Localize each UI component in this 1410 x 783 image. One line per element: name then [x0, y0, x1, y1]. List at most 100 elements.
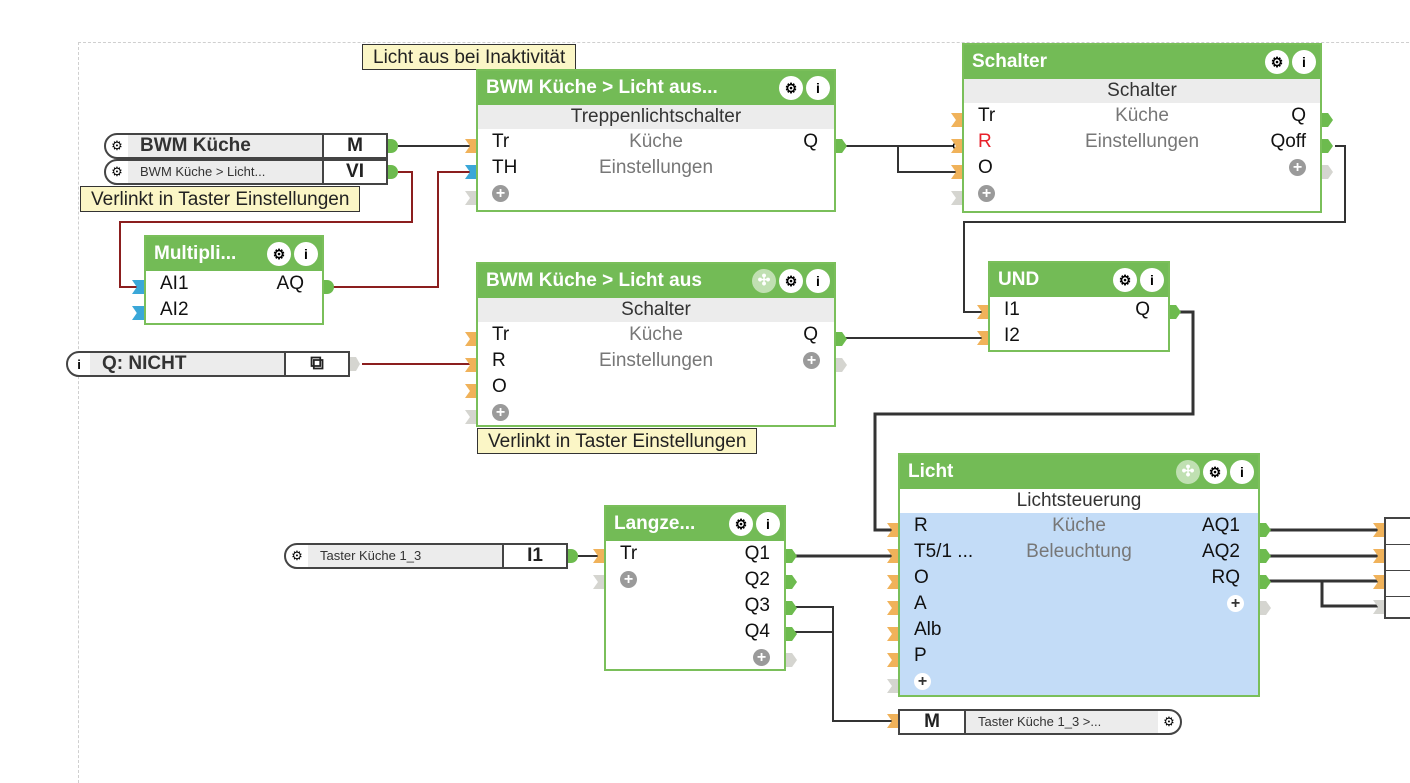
block-header[interactable]: Licht ✣⚙i [900, 455, 1258, 489]
output-pin-add[interactable] [786, 653, 797, 667]
output-pin[interactable] [786, 549, 797, 563]
input-pin-add[interactable] [465, 410, 476, 424]
add-output-icon[interactable]: + [803, 352, 820, 370]
output-pin-add[interactable] [1322, 165, 1333, 179]
block-header[interactable]: Langze... ⚙i [606, 507, 784, 541]
analog-input-pin[interactable] [132, 280, 144, 294]
input-pin[interactable] [887, 601, 898, 615]
output-pin[interactable] [324, 280, 334, 294]
output-pin[interactable] [388, 139, 398, 153]
input-pin[interactable] [887, 549, 898, 563]
input-pin-add[interactable] [951, 191, 962, 205]
gear-icon[interactable]: ⚙ [729, 512, 753, 536]
output-pin-add[interactable] [1260, 601, 1271, 615]
input-pin[interactable] [465, 384, 476, 398]
output-pin[interactable] [1260, 549, 1271, 563]
input-pin[interactable] [977, 305, 988, 319]
add-output-icon[interactable]: + [753, 649, 770, 667]
info-icon[interactable]: i [756, 512, 780, 536]
move-icon[interactable]: ✣ [752, 269, 776, 293]
input-connector-bwm-licht[interactable]: ⚙ BWM Küche > Licht... VI [104, 159, 388, 185]
output-pin[interactable] [786, 575, 797, 589]
info-icon[interactable]: i [77, 356, 81, 372]
output-pin[interactable] [1260, 575, 1271, 589]
gear-icon[interactable]: ⚙ [779, 269, 803, 293]
linked-note-1[interactable]: Verlinkt in Taster Einstellungen [80, 186, 361, 212]
output-connector-partial[interactable] [1384, 517, 1410, 619]
input-pin-add[interactable] [465, 191, 476, 205]
add-input-icon[interactable]: + [914, 673, 931, 691]
add-output-icon[interactable]: + [1289, 159, 1306, 177]
input-pin[interactable] [887, 653, 898, 667]
input-pin[interactable] [465, 332, 476, 346]
add-output-icon[interactable]: + [1227, 595, 1244, 613]
input-pin[interactable] [465, 139, 476, 153]
info-icon[interactable]: i [806, 76, 830, 100]
gear-icon[interactable]: ⚙ [1265, 50, 1289, 74]
comment-note-top[interactable]: Licht aus bei Inaktivität [362, 44, 577, 70]
input-pin[interactable] [1373, 575, 1384, 589]
input-connector-bwm-kueche[interactable]: ⚙ BWM Küche M [104, 133, 388, 159]
memory-connector-q-nicht[interactable]: i Q: NICHT ⧉ [66, 351, 350, 377]
input-pin[interactable] [1373, 523, 1384, 537]
output-pin[interactable] [836, 139, 847, 153]
output-pin[interactable] [1322, 113, 1333, 127]
gear-icon[interactable]: ⚙ [267, 242, 291, 266]
input-pin[interactable] [887, 714, 898, 728]
input-pin[interactable] [465, 165, 476, 179]
add-input-icon[interactable]: + [492, 185, 509, 203]
input-pin[interactable] [887, 575, 898, 589]
gear-icon[interactable]: ⚙ [111, 164, 123, 179]
block-header[interactable]: Schalter ⚙i [964, 45, 1320, 79]
info-icon[interactable]: i [1292, 50, 1316, 74]
gear-icon[interactable]: ⚙ [1203, 460, 1227, 484]
analog-input-pin[interactable] [132, 306, 144, 320]
block-header[interactable]: UND ⚙i [990, 263, 1168, 297]
info-icon[interactable]: i [806, 269, 830, 293]
block-treppenlichtschalter[interactable]: BWM Küche > Licht aus... ⚙i Treppenlicht… [476, 69, 836, 212]
linked-note-2[interactable]: Verlinkt in Taster Einstellungen [477, 428, 758, 454]
output-pin[interactable] [836, 332, 847, 346]
output-pin[interactable] [1170, 305, 1181, 319]
block-header[interactable]: BWM Küche > Licht aus... ⚙i [478, 71, 834, 105]
output-pin-add[interactable] [836, 358, 847, 372]
info-icon[interactable]: i [1140, 268, 1164, 292]
output-pin[interactable] [1322, 139, 1333, 153]
gear-icon[interactable]: ⚙ [1113, 268, 1137, 292]
input-pin[interactable] [977, 331, 988, 345]
input-connector-taster[interactable]: ⚙ Taster Küche 1_3 I1 [284, 543, 568, 569]
output-pin[interactable] [1260, 523, 1271, 537]
gear-icon[interactable]: ⚙ [291, 548, 303, 563]
add-input-icon[interactable]: + [492, 404, 509, 422]
block-header[interactable]: BWM Küche > Licht aus ✣⚙i [478, 264, 834, 298]
info-icon[interactable]: i [294, 242, 318, 266]
input-pin-add[interactable] [887, 679, 898, 693]
gear-icon[interactable]: ⚙ [1163, 714, 1175, 729]
input-pin[interactable] [951, 139, 962, 153]
gear-icon[interactable]: ⚙ [111, 138, 123, 153]
input-pin[interactable] [887, 627, 898, 641]
input-pin[interactable] [887, 523, 898, 537]
add-input-icon[interactable]: + [978, 185, 995, 203]
output-pin[interactable] [786, 601, 797, 615]
output-pin[interactable] [388, 165, 398, 179]
move-icon[interactable]: ✣ [1176, 460, 1200, 484]
output-pin[interactable] [568, 549, 578, 563]
add-input-icon[interactable]: + [620, 571, 637, 589]
input-pin[interactable] [951, 113, 962, 127]
info-icon[interactable]: i [1230, 460, 1254, 484]
output-pin-unused[interactable] [350, 357, 360, 371]
gear-icon[interactable]: ⚙ [779, 76, 803, 100]
input-pin-add[interactable] [1373, 600, 1384, 614]
input-pin[interactable] [951, 165, 962, 179]
input-pin[interactable] [593, 549, 604, 563]
input-pin[interactable] [1373, 549, 1384, 563]
input-pin-add[interactable] [593, 575, 604, 589]
